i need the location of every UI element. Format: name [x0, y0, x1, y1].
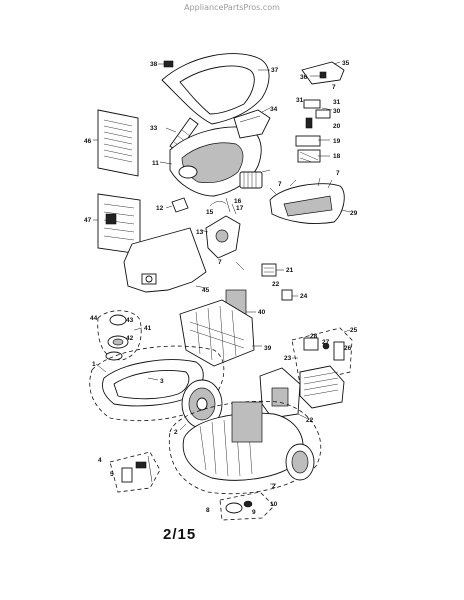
- callout-35: 35: [342, 60, 350, 67]
- exhaust-filter-part: [291, 327, 353, 385]
- hepa-filter-part: [299, 365, 345, 409]
- filter-cover-part: [233, 107, 271, 139]
- callout-2: 2: [174, 429, 178, 436]
- callout-18: 18: [333, 153, 341, 160]
- switch-part: [295, 99, 331, 163]
- callout-20: 20: [333, 123, 341, 130]
- page-number: 2/15: [163, 526, 197, 543]
- clip-part: [163, 60, 174, 68]
- callout-40: 40: [258, 309, 266, 316]
- callout-37: 37: [271, 67, 279, 74]
- hood-cover-part: [161, 53, 270, 125]
- dust-bag-part: [123, 227, 207, 293]
- cord-reel-part: [199, 215, 241, 259]
- callout-46: 46: [84, 138, 92, 145]
- latch-part: [165, 197, 189, 213]
- callout-16: 16: [234, 198, 242, 205]
- callout-3: 3: [160, 378, 164, 385]
- callout-33: 33: [150, 125, 158, 132]
- upper-housing-part: [159, 126, 262, 197]
- rear-wheel-part: [285, 443, 315, 481]
- callout-13: 13: [196, 229, 204, 236]
- callout-38: 38: [150, 61, 158, 68]
- callout-36: 36: [300, 74, 308, 81]
- callout-2b: 2: [272, 483, 276, 490]
- bag-tray-part: [179, 299, 255, 367]
- callout-29: 29: [350, 210, 358, 217]
- callout-7b: 7: [336, 170, 340, 177]
- callout-12: 12: [156, 205, 164, 212]
- callout-43: 43: [126, 317, 134, 324]
- callout-44: 44: [90, 315, 98, 322]
- callout-27: 27: [322, 339, 330, 346]
- callout-25: 25: [350, 327, 358, 334]
- callout-4: 4: [98, 457, 102, 464]
- base-body-part: [168, 400, 322, 495]
- callout-28: 28: [310, 333, 318, 340]
- filter-block-part: [239, 169, 271, 189]
- callout-7a: 7: [332, 84, 336, 91]
- instruction-booklet-part: [93, 109, 139, 177]
- callout-5: 5: [110, 471, 114, 478]
- callout-23: 23: [284, 355, 292, 362]
- lid-part: [89, 345, 225, 422]
- callout-8: 8: [206, 507, 210, 514]
- callout-42: 42: [126, 335, 134, 342]
- filter-frame-part: [259, 367, 301, 419]
- callout-7c: 7: [278, 181, 282, 188]
- callout-1: 1: [92, 361, 96, 368]
- callout-10: 10: [270, 501, 278, 508]
- callout-11: 11: [152, 160, 159, 167]
- callout-41: 41: [144, 325, 152, 332]
- callout-39: 39: [264, 345, 272, 352]
- callout-9: 9: [252, 509, 256, 516]
- motor-mount-part: [97, 310, 142, 361]
- callout-47: 47: [84, 217, 92, 224]
- watermark: AppliancePartsPros.com: [184, 3, 280, 12]
- label-sheet-part: [93, 193, 141, 255]
- front-panel-part: [269, 183, 351, 224]
- callout-15: 15: [206, 209, 214, 216]
- leader-lines: [95, 75, 351, 485]
- wheel-part: [181, 379, 223, 429]
- callout-30: 30: [333, 108, 341, 115]
- callout-21: 21: [286, 267, 294, 274]
- callout-labels: 38 37 35 36 7 31 31 30 20 19 18 7 34 33 …: [84, 60, 358, 516]
- callout-45: 45: [202, 287, 210, 294]
- callout-24: 24: [300, 293, 308, 300]
- cord-clip-part: [109, 451, 161, 493]
- callout-7d: 7: [218, 259, 222, 266]
- switch-plate-part: [261, 263, 277, 277]
- screw-part: [319, 71, 327, 79]
- springs-part: [209, 197, 237, 215]
- callout-17: 17: [236, 205, 244, 212]
- callout-19: 19: [333, 138, 341, 145]
- callout-22b: 22: [306, 417, 314, 424]
- callout-31a: 31: [296, 97, 304, 104]
- callout-31b: 31: [333, 99, 341, 106]
- callout-26: 26: [344, 345, 352, 352]
- terminal-part: [281, 289, 293, 301]
- caster-part: [219, 491, 275, 521]
- callout-34: 34: [270, 106, 278, 113]
- callout-22a: 22: [272, 281, 280, 288]
